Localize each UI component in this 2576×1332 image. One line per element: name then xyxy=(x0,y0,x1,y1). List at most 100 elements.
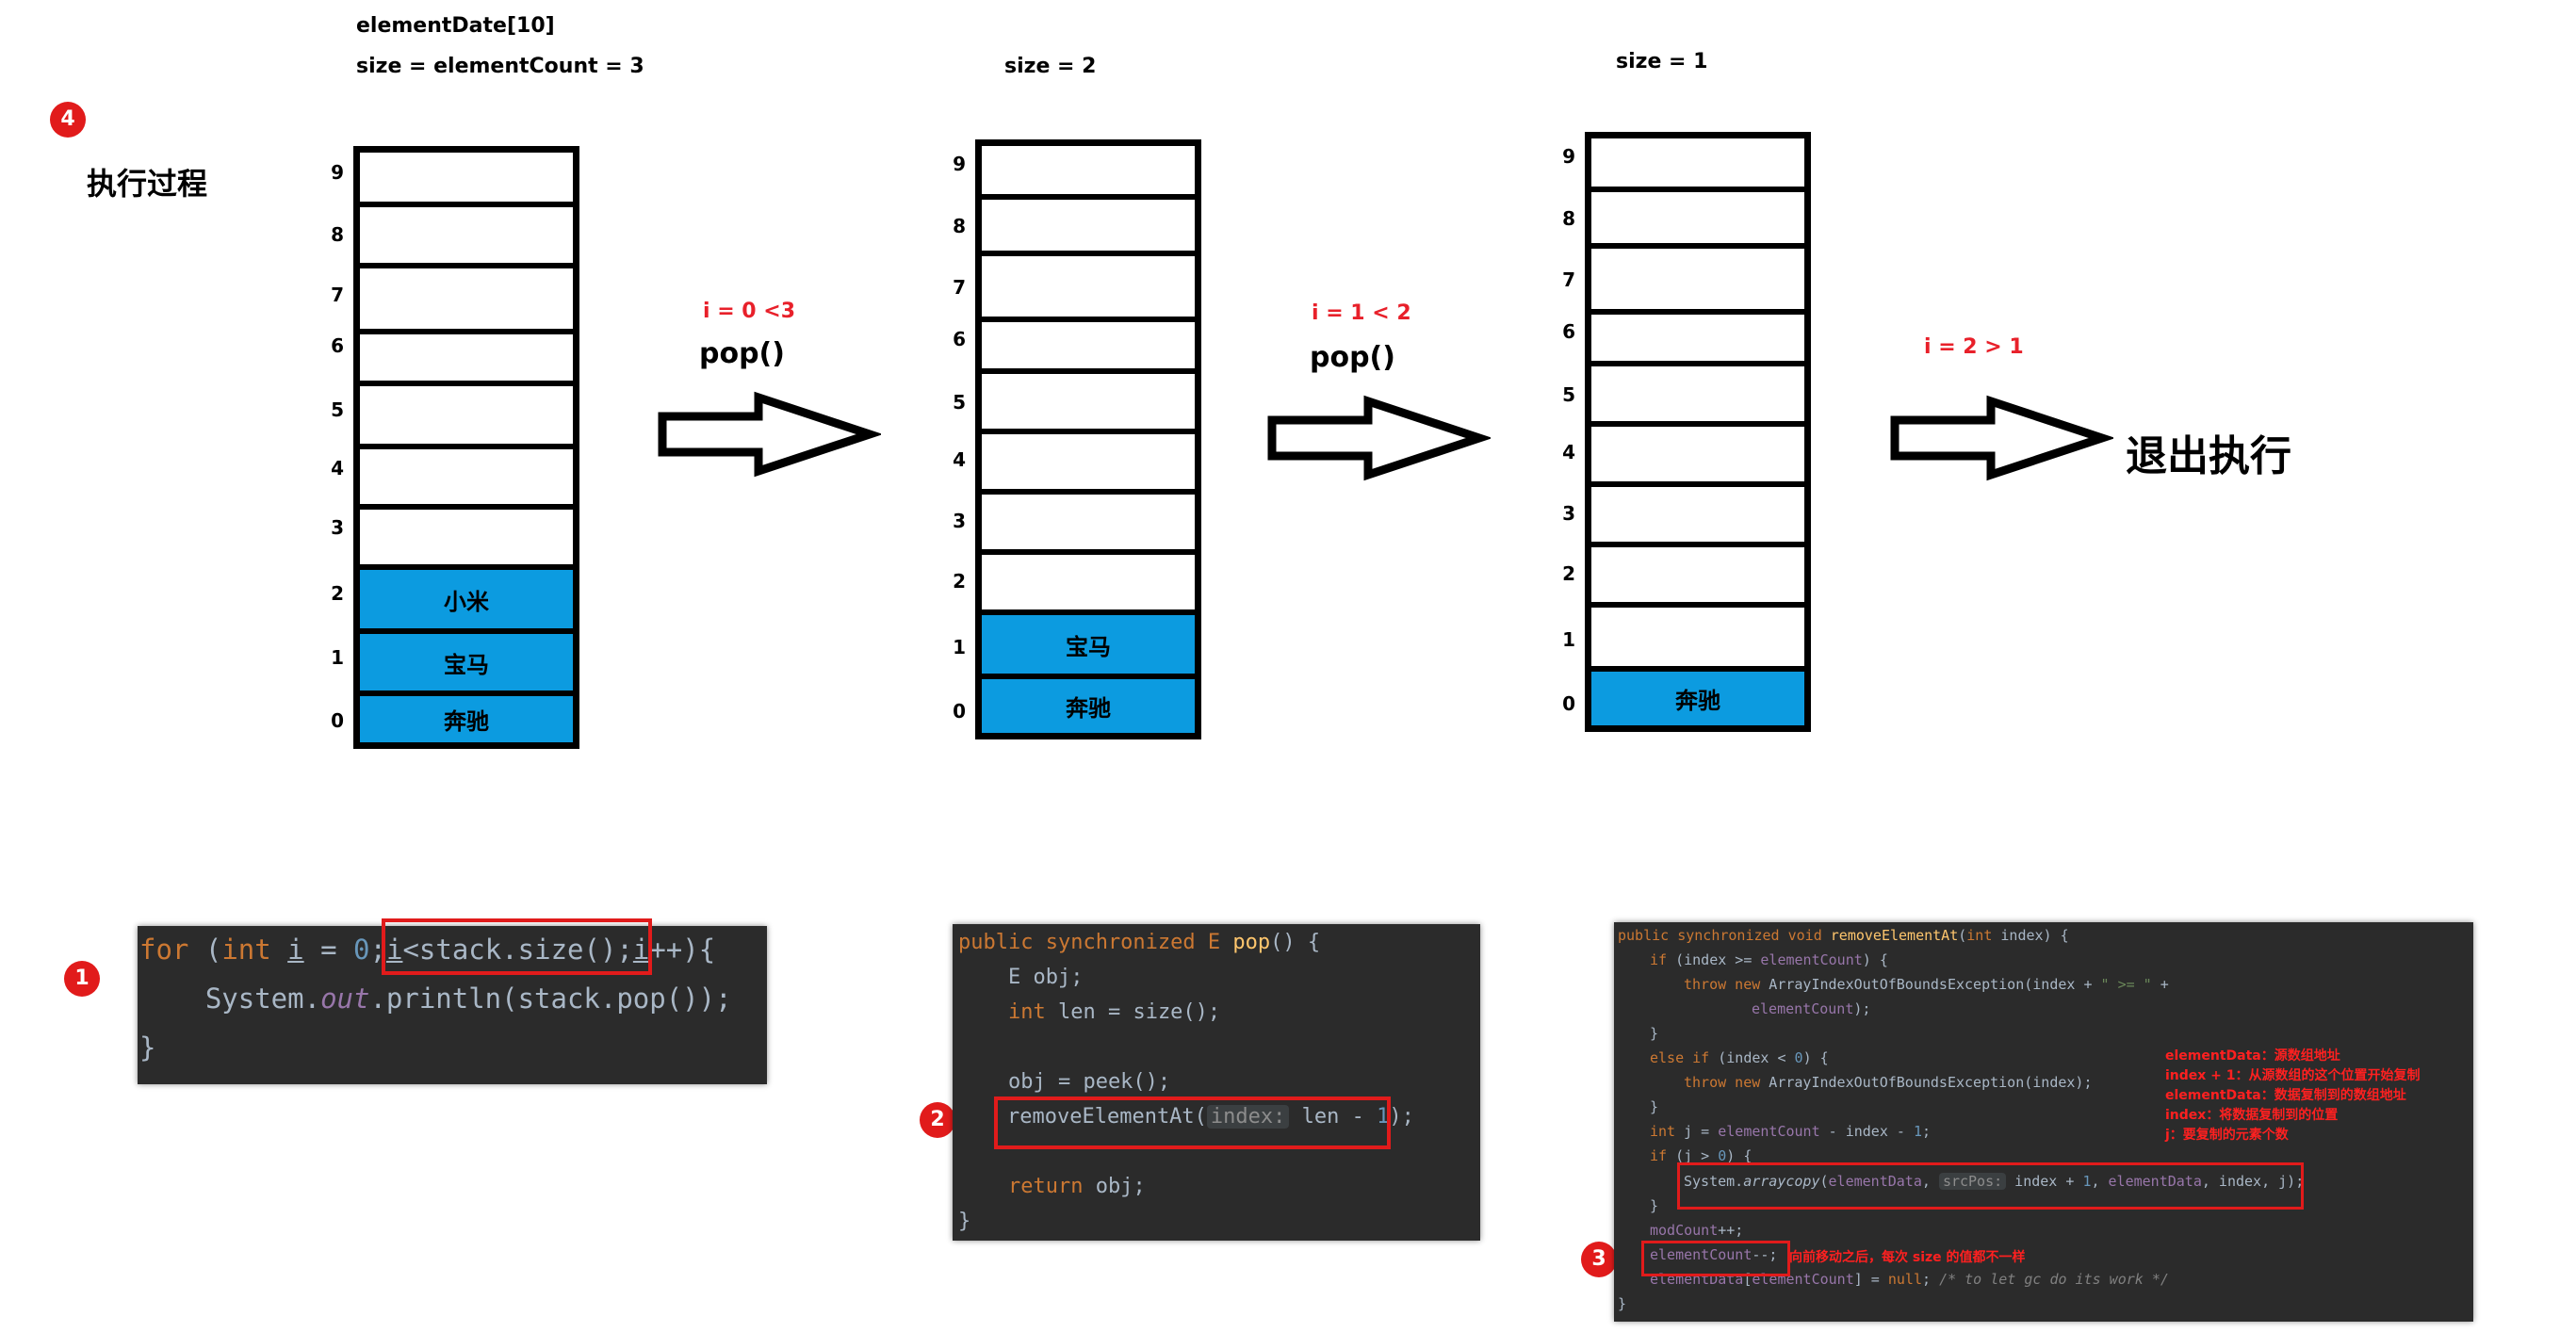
code-line: System.out.println(stack.pop()); xyxy=(139,983,732,1015)
stack-frame xyxy=(353,146,579,749)
code-line: throw new ArrayIndexOutOfBoundsException… xyxy=(1684,1074,2093,1091)
code-line: E obj; xyxy=(958,966,1084,989)
code-line: removeElementAt(index: len - 1); xyxy=(1007,1105,1414,1129)
stack-cell-filled: 奔驰 xyxy=(1591,672,1804,725)
stack-cell xyxy=(360,153,573,207)
annotation-note: index + 1：从源数组的这个位置开始复制 xyxy=(2165,1068,2421,1083)
stack-cell-filled: 宝马 xyxy=(982,615,1195,679)
code-panel-pop: public synchronized E pop() { E obj; int… xyxy=(953,924,1480,1241)
index-label: 3 xyxy=(331,516,344,539)
index-label: 4 xyxy=(1562,441,1575,463)
stack-cell xyxy=(982,434,1195,495)
highlight-box xyxy=(1641,1241,1790,1276)
index-label: 5 xyxy=(953,391,966,414)
code-line: elementCount--; xyxy=(1650,1246,1778,1263)
annotation-note: elementData：数据复制到的数组地址 xyxy=(2165,1088,2406,1103)
exit-label: 退出执行 xyxy=(2126,432,2291,480)
size-label-3: size = 1 xyxy=(1616,50,1708,73)
stack-frame xyxy=(1585,132,1811,732)
size-label-1: size = elementCount = 3 xyxy=(356,55,644,78)
stack-cell xyxy=(982,495,1195,555)
index-label: 4 xyxy=(331,457,344,479)
pop-label-1: pop() xyxy=(699,337,785,370)
step-badge-3: 3 xyxy=(1581,1242,1617,1277)
stack-cell xyxy=(1591,608,1804,672)
index-label: 4 xyxy=(953,448,966,471)
step-badge-4: 4 xyxy=(50,102,86,138)
annotation-note: j：要复制的元素个数 xyxy=(2165,1128,2289,1143)
stack-cell-filled: 奔驰 xyxy=(360,696,573,742)
annotation-note: elementData：源数组地址 xyxy=(2165,1048,2340,1064)
stack-cell xyxy=(360,334,573,386)
highlight-box xyxy=(994,1096,1391,1149)
stack-cell xyxy=(1591,427,1804,487)
annotation-count-note: 向前移动之后，每次 size 的值都不一样 xyxy=(1789,1250,2026,1265)
stack-cell xyxy=(982,200,1195,256)
stack-cell xyxy=(1591,547,1804,608)
index-label: 0 xyxy=(953,700,966,723)
code-line: } xyxy=(1650,1098,1659,1115)
stack-cell xyxy=(982,146,1195,200)
stack-cell xyxy=(982,322,1195,374)
stack-cell xyxy=(1591,249,1804,315)
code-line: return obj; xyxy=(1007,1175,1146,1198)
code-line: public synchronized E pop() { xyxy=(958,931,1321,954)
index-label: 3 xyxy=(1562,502,1575,525)
step-badge-1: 1 xyxy=(64,961,100,997)
index-label: 8 xyxy=(1562,207,1575,230)
index-label: 8 xyxy=(953,215,966,237)
step-badge-2: 2 xyxy=(920,1102,955,1138)
index-label: 9 xyxy=(953,153,966,175)
index-label: 7 xyxy=(953,276,966,299)
highlight-box xyxy=(1677,1162,2304,1210)
code-line: elementData[elementCount] = null; /* to … xyxy=(1650,1271,2169,1288)
stack-cell-filled: 小米 xyxy=(360,570,573,634)
code-line: for (int i = 0;i<stack.size();i++){ xyxy=(139,934,716,966)
stack-cell xyxy=(360,510,573,570)
annotation-note: index：将数据复制到的位置 xyxy=(2165,1108,2339,1123)
stack-cell xyxy=(982,374,1195,434)
code-panel-for-loop: for (int i = 0;i<stack.size();i++){ Syst… xyxy=(138,926,767,1084)
code-line: elementCount); xyxy=(1752,1000,1871,1017)
code-line: } xyxy=(958,1210,971,1233)
stack-cell xyxy=(1591,366,1804,427)
index-label: 8 xyxy=(331,223,344,246)
index-label: 5 xyxy=(331,398,344,421)
index-label: 5 xyxy=(1562,383,1575,406)
code-line: } xyxy=(139,1031,156,1064)
stack-cell xyxy=(1591,138,1804,192)
code-line: int len = size(); xyxy=(1007,1000,1221,1024)
stack-cell xyxy=(982,555,1195,615)
stack-cell xyxy=(982,256,1195,322)
stack-cell xyxy=(360,386,573,449)
code-line: public synchronized void removeElementAt… xyxy=(1618,927,2069,944)
index-label: 9 xyxy=(1562,145,1575,168)
index-label: 1 xyxy=(331,646,344,669)
index-label: 7 xyxy=(1562,268,1575,291)
stack-frame xyxy=(975,139,1201,739)
condition-label-1: i = 0 <3 xyxy=(703,300,796,323)
code-line: if (index >= elementCount) { xyxy=(1650,951,1888,968)
code-line: } xyxy=(1618,1295,1627,1312)
stack-cell-filled: 宝马 xyxy=(360,634,573,696)
condition-label-3: i = 2 > 1 xyxy=(1924,335,2024,359)
index-label: 6 xyxy=(331,334,344,357)
code-line: modCount++; xyxy=(1650,1222,1744,1239)
code-panel-remove-element-at: public synchronized void removeElementAt… xyxy=(1614,922,2473,1322)
index-label: 0 xyxy=(1562,692,1575,715)
index-label: 1 xyxy=(953,636,966,658)
condition-label-2: i = 1 < 2 xyxy=(1312,301,1411,325)
index-label: 6 xyxy=(1562,320,1575,343)
stack-cell xyxy=(360,449,573,510)
highlight-box xyxy=(382,918,652,975)
stack-cell xyxy=(360,268,573,334)
arrow-right-icon xyxy=(1890,395,2113,481)
code-line: if (j > 0) { xyxy=(1650,1147,1753,1164)
index-label: 6 xyxy=(953,328,966,350)
code-line: int j = elementCount - index - 1; xyxy=(1650,1123,1932,1140)
code-line: throw new ArrayIndexOutOfBoundsException… xyxy=(1684,976,2169,993)
size-label-2: size = 2 xyxy=(1004,55,1097,78)
code-line: System.arraycopy(elementData, srcPos: in… xyxy=(1684,1173,2305,1190)
code-line: } xyxy=(1650,1025,1659,1042)
code-line: else if (index < 0) { xyxy=(1650,1049,1829,1066)
